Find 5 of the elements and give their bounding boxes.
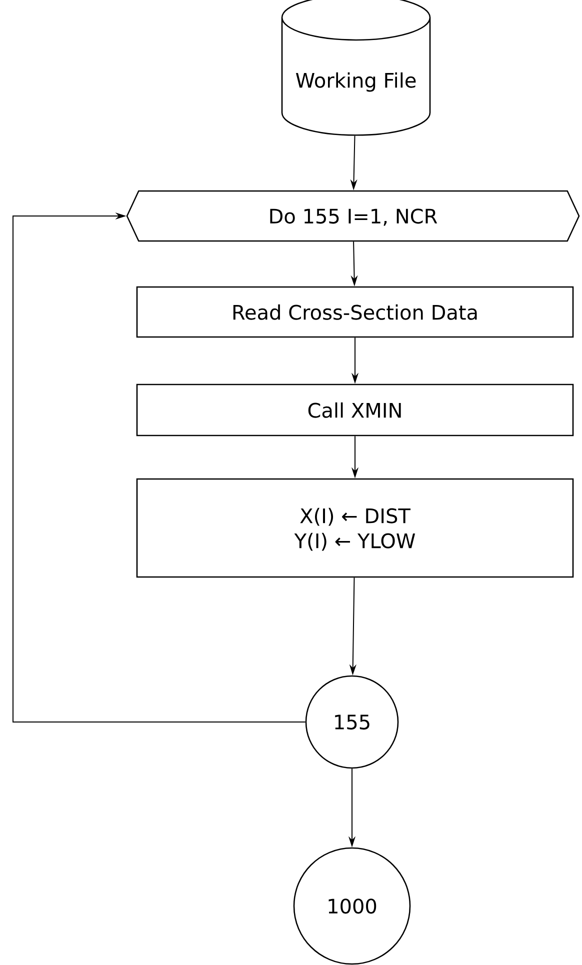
process-box: Read Cross-Section Data: [136, 286, 574, 338]
process-box: X(I) ← DIST Y(I) ← YLOW: [136, 478, 574, 578]
process-box: Call XMIN: [136, 384, 574, 436]
arrow: [12, 212, 306, 722]
storage-cylinder: Working File: [281, 0, 431, 136]
